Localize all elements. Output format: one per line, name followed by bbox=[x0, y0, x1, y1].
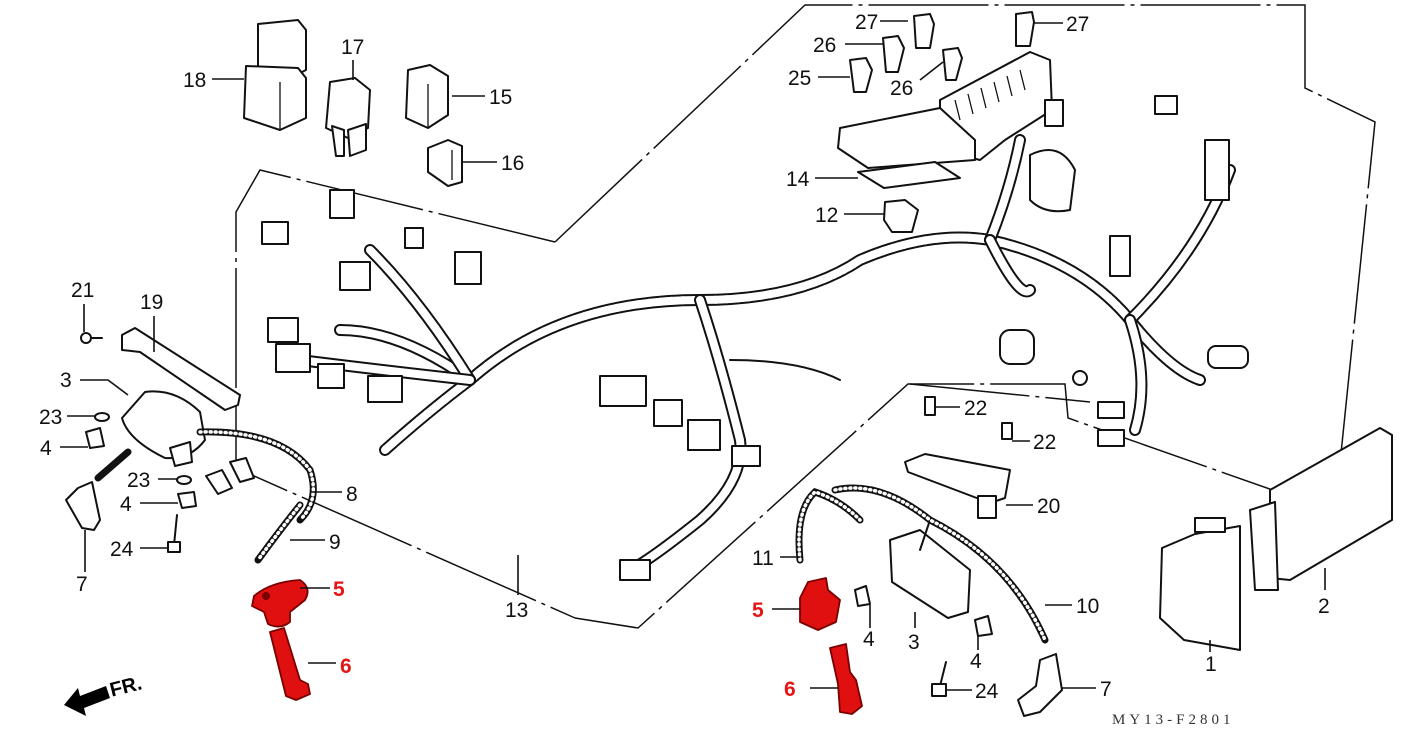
callout-15: 15 bbox=[489, 86, 513, 109]
callout-4: 4 bbox=[970, 650, 982, 673]
callout-6-highlight: 6 bbox=[340, 655, 352, 678]
wire-harness bbox=[294, 134, 1236, 576]
bolt-21 bbox=[80, 332, 103, 344]
callout-8: 8 bbox=[346, 483, 358, 506]
callout-18: 18 bbox=[183, 69, 207, 92]
left-ignition-coil bbox=[121, 390, 206, 467]
callout-2: 2 bbox=[1318, 595, 1330, 618]
callout-3: 3 bbox=[908, 631, 920, 654]
cable-10-11 bbox=[795, 484, 1049, 644]
callout-1: 1 bbox=[1205, 653, 1217, 676]
plug-boot-6-left bbox=[269, 627, 311, 701]
callout-16: 16 bbox=[501, 152, 525, 175]
callout-4: 4 bbox=[120, 493, 132, 516]
harness-connectors bbox=[261, 95, 1249, 581]
right-ignition-coil bbox=[889, 519, 971, 619]
callout-6-highlight: 6 bbox=[784, 678, 796, 701]
callout-20: 20 bbox=[1037, 495, 1061, 518]
plug-boot-5-left bbox=[251, 579, 309, 628]
bracket-19 bbox=[121, 327, 241, 411]
plug-cap-7-left bbox=[65, 448, 132, 531]
callout-21: 21 bbox=[71, 279, 95, 302]
relay-17 bbox=[325, 77, 371, 157]
callout-12: 12 bbox=[815, 204, 839, 227]
plug-cap-7-right bbox=[1017, 653, 1063, 717]
connector-16 bbox=[427, 139, 463, 187]
callout-7: 7 bbox=[1100, 678, 1112, 701]
small-hardware-left bbox=[85, 412, 197, 553]
callout-22: 22 bbox=[964, 397, 988, 420]
small-hardware-right bbox=[854, 585, 993, 697]
callout-22: 22 bbox=[1033, 431, 1057, 454]
callout-26: 26 bbox=[813, 34, 837, 57]
leader-lines bbox=[60, 20, 1326, 691]
drawing-code: MY13-F2801 bbox=[1112, 712, 1235, 728]
callout-11: 11 bbox=[752, 547, 774, 570]
callout-5-highlight: 5 bbox=[752, 599, 764, 622]
callout-27: 27 bbox=[855, 11, 879, 34]
callout-5-highlight: 5 bbox=[333, 578, 345, 601]
callout-10: 10 bbox=[1076, 595, 1100, 618]
callout-19: 19 bbox=[140, 291, 164, 314]
plug-boot-5-right bbox=[799, 577, 841, 631]
callout-17: 17 bbox=[341, 36, 365, 59]
callout-23: 23 bbox=[127, 469, 151, 492]
callout-27: 27 bbox=[1066, 13, 1090, 36]
callout-7: 7 bbox=[76, 573, 88, 596]
plug-boot-6-right bbox=[829, 643, 863, 715]
callout-13: 13 bbox=[505, 599, 529, 622]
module-1 bbox=[1159, 517, 1241, 651]
relay-12 bbox=[883, 199, 919, 233]
callout-9: 9 bbox=[329, 531, 341, 554]
front-direction-arrow-icon bbox=[64, 686, 110, 716]
fuses bbox=[849, 11, 1035, 93]
module-2 bbox=[1249, 427, 1393, 591]
relay-15 bbox=[405, 64, 449, 129]
bracket-20 bbox=[904, 396, 1013, 519]
relay-18 bbox=[243, 19, 307, 131]
cable-8-9 bbox=[196, 428, 317, 564]
callout-4: 4 bbox=[863, 628, 875, 651]
callout-24: 24 bbox=[975, 680, 999, 703]
callout-4: 4 bbox=[40, 437, 52, 460]
callout-24: 24 bbox=[110, 538, 134, 561]
callout-26: 26 bbox=[890, 77, 914, 100]
callout-23: 23 bbox=[39, 406, 63, 429]
callout-25: 25 bbox=[788, 67, 812, 90]
callout-14: 14 bbox=[786, 168, 810, 191]
fuse-box bbox=[837, 51, 1053, 189]
callout-3: 3 bbox=[60, 369, 72, 392]
